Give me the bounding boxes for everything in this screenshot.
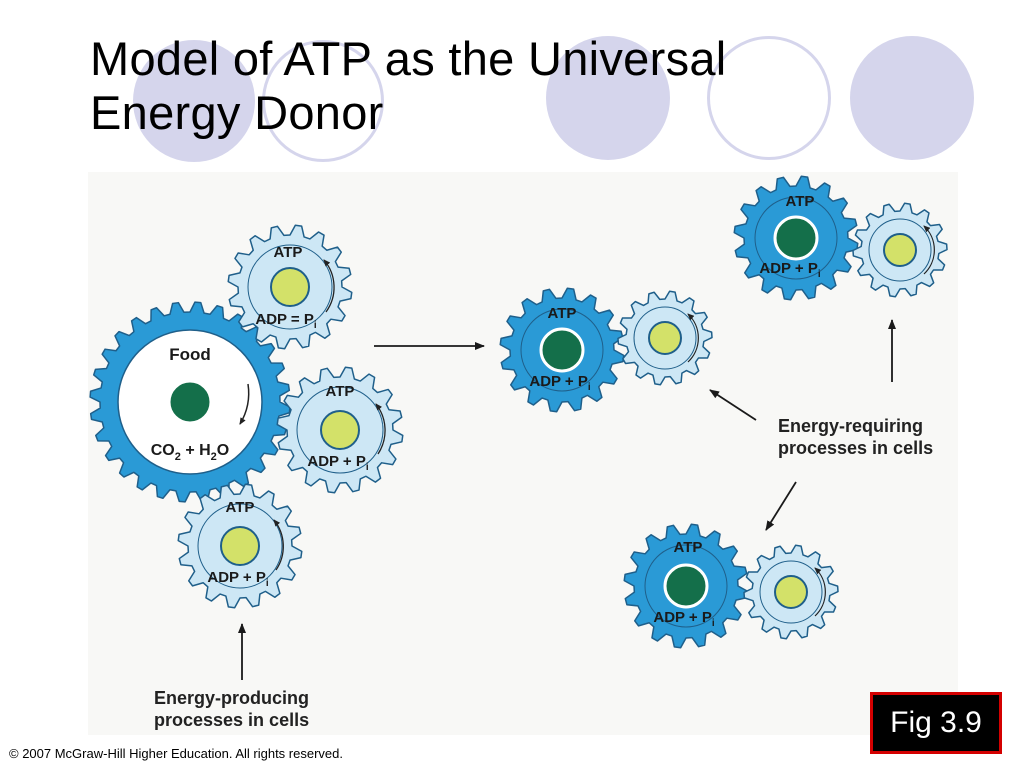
- left-gear-3-adp-text: ADP + P: [207, 569, 266, 586]
- right-gear-middle-subscript: i: [588, 382, 591, 393]
- right-gear-top-subscript: i: [818, 269, 821, 280]
- decor-ring: [707, 36, 831, 160]
- right-gear-bottom-atp-label: ATP: [674, 539, 703, 556]
- left-gear-1-adp-label: ADP = Pi: [255, 311, 317, 331]
- right-small-gear-middle-core: [648, 321, 682, 355]
- co-text: CO: [151, 442, 175, 459]
- right-gear-bottom-subscript: i: [712, 618, 715, 629]
- left-gear-1-core: [270, 267, 310, 307]
- right-atp-gear-pair-bottom: ATP ADP + Pi: [623, 523, 839, 649]
- right-gear-bottom-core: [663, 563, 709, 609]
- copyright-notice: © 2007 McGraw-Hill Higher Education. All…: [9, 746, 343, 761]
- right-small-gear-bottom-core: [774, 575, 808, 609]
- right-atp-gear-pair-top: ATP ADP + Pi: [733, 175, 948, 301]
- left-atp-gear-2: ATP ADP + Pi: [276, 366, 404, 494]
- o-text: O: [217, 442, 229, 459]
- h2o-subscript: 2: [211, 451, 217, 463]
- energy-producing-line2: processes in cells: [154, 710, 309, 730]
- left-gear-2-adp-text: ADP + P: [307, 453, 366, 470]
- left-gear-1-adp-text: ADP = P: [255, 311, 314, 328]
- right-small-gear-middle-arrow: [687, 313, 699, 363]
- food-rotation-arrow: [239, 383, 250, 425]
- left-gear-3-rotation-arrow: [273, 519, 284, 571]
- left-gear-1-subscript: i: [314, 320, 317, 331]
- decor-ring: [262, 40, 384, 162]
- right-gear-top-adp-label: ADP + Pi: [759, 260, 821, 280]
- left-gear-2-core: [320, 410, 360, 450]
- right-gear-middle-adp-text: ADP + P: [529, 373, 588, 390]
- food-gear-core: [167, 379, 213, 425]
- decor-circle: [850, 36, 974, 160]
- co2-h2o-label: CO2 + H2O: [151, 442, 230, 463]
- right-gear-middle-core: [539, 327, 585, 373]
- right-small-gear-bottom-arrow: [814, 567, 826, 617]
- right-gear-top-adp-text: ADP + P: [759, 260, 818, 277]
- right-gear-middle-adp-label: ADP + Pi: [529, 373, 591, 393]
- food-label: Food: [169, 345, 211, 364]
- left-gear-3-subscript: i: [266, 578, 269, 589]
- energy-requiring-arrow-down: [765, 481, 797, 531]
- energy-requiring-line1: Energy-requiring: [778, 416, 923, 436]
- left-gear-1-rotation-arrow: [323, 259, 335, 313]
- left-atp-gear-3: ATP ADP + Pi: [177, 483, 303, 609]
- right-small-gear-top-core: [883, 233, 917, 267]
- atp-diagram-svg: Food CO2 + H2O ATP ADP = Pi ATP ADP + Pi…: [89, 175, 948, 730]
- right-gear-top-core: [773, 215, 819, 261]
- left-atp-gear-1: ATP ADP = Pi: [227, 224, 353, 350]
- energy-producing-line1: Energy-producing: [154, 688, 309, 708]
- decor-circle: [133, 40, 255, 162]
- figure-label: Fig 3.9: [870, 692, 1002, 754]
- right-gear-top-atp-label: ATP: [786, 193, 815, 210]
- left-gear-2-atp-label: ATP: [326, 383, 355, 400]
- right-atp-gear-pair-middle: ATP ADP + Pi: [499, 287, 713, 413]
- atp-diagram: Food CO2 + H2O ATP ADP = Pi ATP ADP + Pi…: [88, 172, 958, 735]
- right-small-gear-top-arrow: [923, 225, 935, 275]
- left-gear-3-adp-label: ADP + Pi: [207, 569, 269, 589]
- right-gear-bottom-adp-text: ADP + P: [653, 609, 712, 626]
- title-line-2: Energy Donor: [90, 86, 384, 139]
- left-gear-2-adp-label: ADP + Pi: [307, 453, 369, 473]
- energy-requiring-arrow-left: [709, 389, 757, 421]
- left-gear-2-rotation-arrow: [375, 403, 386, 455]
- right-gear-bottom-adp-label: ADP + Pi: [653, 609, 715, 629]
- food-gear: Food CO2 + H2O: [89, 301, 291, 503]
- co2-subscript: 2: [175, 451, 181, 463]
- left-gear-2-subscript: i: [366, 462, 369, 473]
- energy-requiring-line2: processes in cells: [778, 438, 933, 458]
- title-line-1: Model of ATP as the Universal: [90, 32, 727, 85]
- left-gear-3-atp-label: ATP: [226, 499, 255, 516]
- right-gear-middle-atp-label: ATP: [548, 305, 577, 322]
- left-gear-1-atp-label: ATP: [274, 244, 303, 261]
- left-gear-3-core: [220, 526, 260, 566]
- plus-h-text: + H: [181, 442, 211, 459]
- decor-circle: [546, 36, 670, 160]
